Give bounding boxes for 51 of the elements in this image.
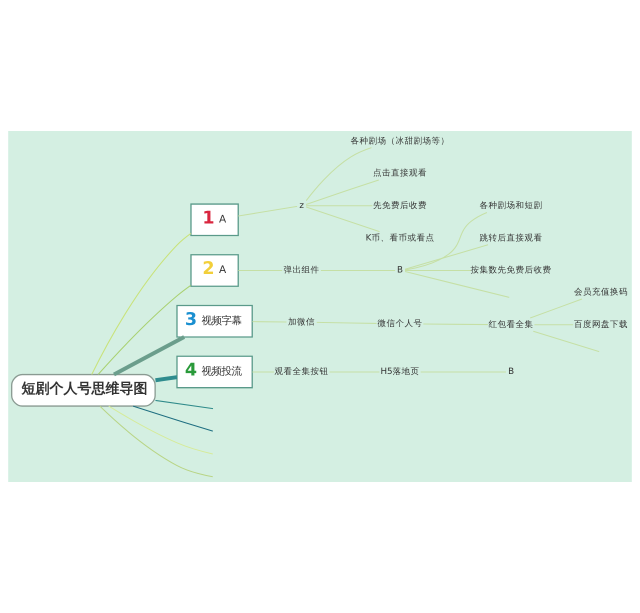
node-text: 按集数先免费后收费 bbox=[470, 266, 552, 276]
node-text: 加微信 bbox=[288, 317, 316, 328]
connector bbox=[533, 330, 600, 352]
connector bbox=[420, 371, 506, 372]
node-text: B bbox=[397, 266, 404, 276]
node-box: 2 A bbox=[190, 254, 239, 287]
connector bbox=[98, 284, 191, 375]
connector bbox=[423, 324, 488, 326]
node-text: 红包看全集 bbox=[488, 320, 534, 330]
connector bbox=[91, 233, 192, 375]
connector bbox=[155, 375, 178, 382]
connector bbox=[155, 400, 214, 410]
connector bbox=[404, 244, 488, 270]
node-text: 百度网盘下载 bbox=[574, 320, 628, 330]
connector bbox=[113, 335, 186, 376]
node-box: 4 视频投流 bbox=[176, 356, 253, 388]
connector bbox=[252, 371, 274, 372]
connector bbox=[405, 270, 471, 272]
connector bbox=[100, 406, 213, 478]
connector bbox=[404, 271, 510, 298]
node-text: B bbox=[508, 367, 514, 378]
node-text: 点击直接观看 bbox=[373, 168, 428, 179]
connector bbox=[530, 298, 582, 319]
node-text: z bbox=[299, 200, 304, 211]
connector bbox=[320, 270, 396, 272]
connector bbox=[238, 270, 282, 272]
node-box: 3 视频字幕 bbox=[176, 304, 253, 338]
node-text: 弹出组件 bbox=[284, 266, 320, 276]
node-text: 跳转后直接观看 bbox=[480, 233, 543, 244]
node-text: 会员充值换码 bbox=[574, 288, 628, 298]
node-text: K币、看币或看点 bbox=[366, 233, 434, 244]
node-box: 1 A bbox=[190, 203, 239, 236]
connector bbox=[252, 321, 286, 322]
connector bbox=[132, 406, 213, 432]
node-text: 先免费后收费 bbox=[373, 200, 428, 211]
node-text: H5落地页 bbox=[380, 367, 420, 378]
node-box: 短剧个人号思维导图 bbox=[11, 374, 156, 407]
connector bbox=[306, 147, 372, 202]
node-text: 观看全集按钮 bbox=[274, 367, 329, 378]
node-text: 各种剧场（冰甜剧场等） bbox=[350, 136, 450, 146]
connector bbox=[329, 371, 380, 372]
connector bbox=[306, 205, 372, 206]
node-text: 微信个人号 bbox=[378, 319, 423, 330]
connector bbox=[316, 322, 377, 324]
connector bbox=[306, 180, 379, 206]
connector bbox=[534, 324, 574, 326]
connector bbox=[108, 406, 213, 454]
node-text: 各种剧场和短剧 bbox=[480, 200, 543, 211]
connector bbox=[404, 212, 488, 270]
connector bbox=[238, 206, 298, 217]
connector bbox=[306, 206, 380, 232]
